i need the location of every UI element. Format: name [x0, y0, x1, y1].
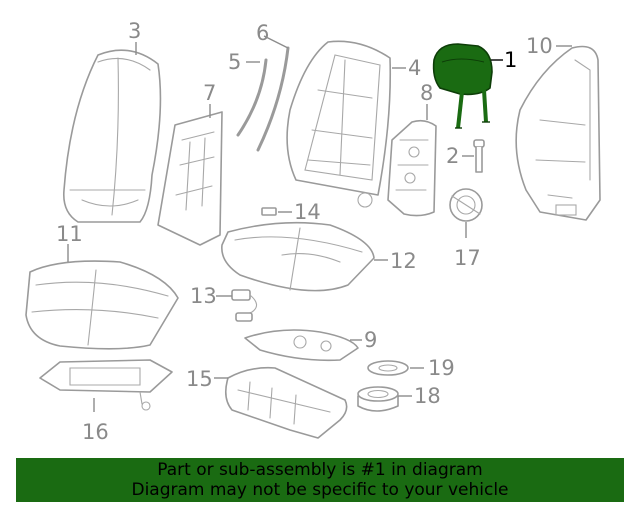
callout-16: 16 [82, 420, 109, 444]
callout-1: 1 [504, 48, 517, 72]
part-1-headrest [432, 43, 493, 129]
callout-8: 8 [420, 81, 433, 105]
part-18-bearing [357, 386, 399, 412]
part-19-washer [367, 360, 409, 376]
callout-numbers: 1 2 3 4 5 6 7 8 9 10 11 12 13 14 15 16 1… [56, 19, 553, 444]
part-4-seatback-frame [286, 40, 392, 208]
callout-13: 13 [190, 284, 217, 308]
part-7-back-panel [157, 111, 223, 246]
callout-5: 5 [228, 50, 241, 74]
part-6-trim-strip [256, 46, 290, 152]
part-14-clip [261, 207, 277, 216]
part-13-connector [231, 289, 258, 322]
part-11-cushion-cover [25, 260, 179, 350]
info-banner: Part or sub-assembly is #1 in diagram Di… [16, 458, 624, 502]
banner-line-1: Part or sub-assembly is #1 in diagram [157, 460, 483, 480]
callout-15: 15 [186, 367, 213, 391]
part-2-headrest-guide [473, 139, 485, 173]
callout-2: 2 [446, 144, 459, 168]
part-16-bottom-plate [39, 359, 173, 411]
part-17-actuator [449, 188, 483, 222]
callout-10: 10 [526, 34, 553, 58]
part-8-lumbar-support [387, 119, 437, 217]
part-5-trim-strip [236, 58, 268, 137]
banner-line-2: Diagram may not be specific to your vehi… [131, 480, 509, 500]
callout-14: 14 [294, 200, 321, 224]
callout-9: 9 [364, 328, 377, 352]
callout-4: 4 [408, 56, 421, 80]
part-12-cushion-pad [221, 221, 375, 292]
callout-7: 7 [203, 81, 216, 105]
leader-lines [67, 35, 572, 412]
leader-6 [263, 35, 289, 49]
part-10-rear-panel [515, 45, 601, 221]
part-9-frame-bracket [244, 329, 359, 362]
callout-12: 12 [390, 249, 417, 273]
callout-17: 17 [454, 246, 481, 270]
callout-19: 19 [428, 356, 455, 380]
part-3-seatback-cover [62, 49, 162, 223]
callout-6: 6 [256, 21, 269, 45]
part-15-seat-pan [224, 366, 348, 439]
callout-18: 18 [414, 384, 441, 408]
callout-3: 3 [128, 19, 141, 43]
seat-parts-diagram: 1 2 3 4 5 6 7 8 9 10 11 12 13 14 15 16 1… [25, 19, 601, 444]
callout-11: 11 [56, 222, 83, 246]
